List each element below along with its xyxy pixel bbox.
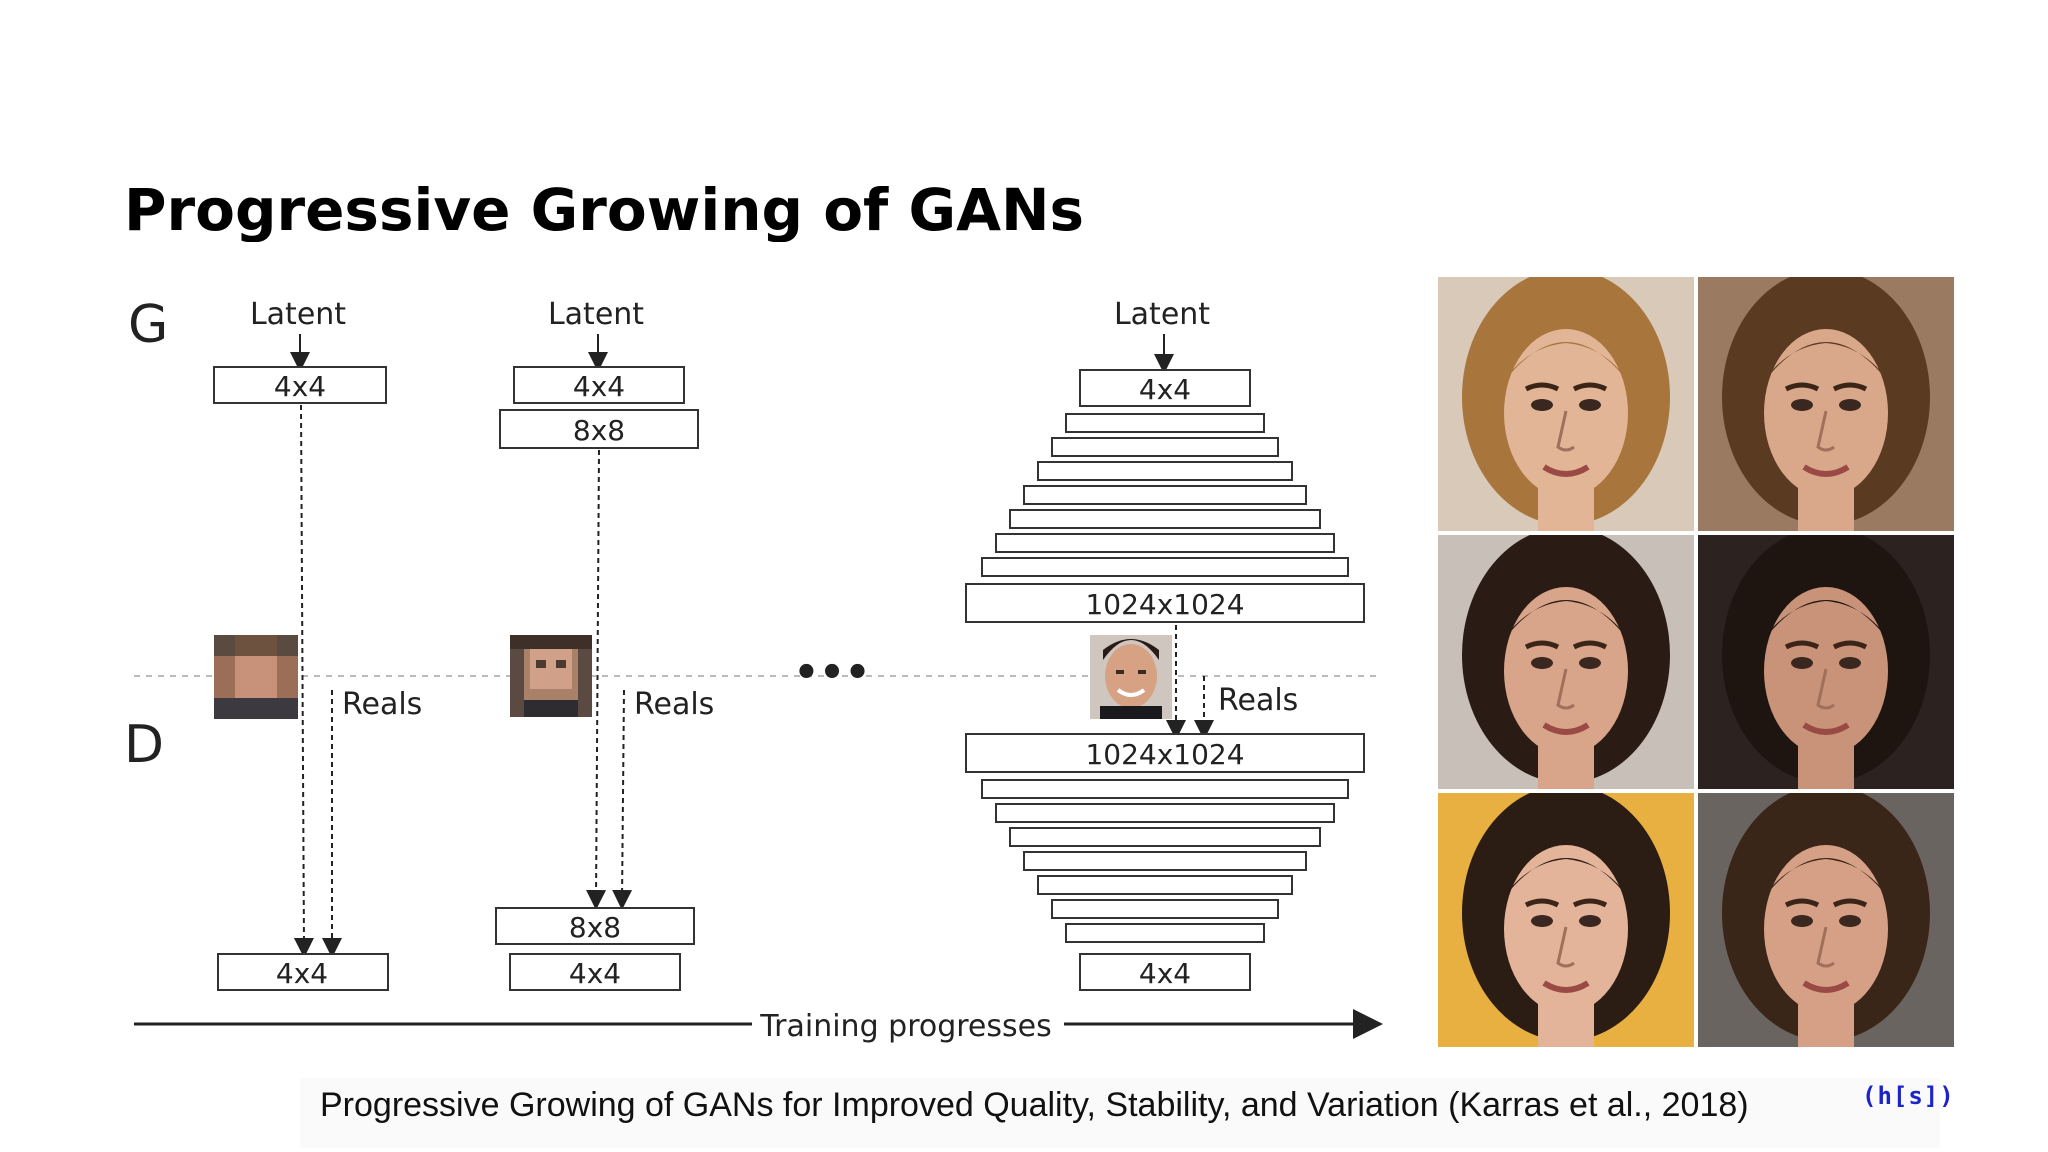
reals-label: Reals (634, 687, 714, 722)
face-man-smiling (1698, 793, 1954, 1047)
svg-text:1024x1024: 1024x1024 (1085, 738, 1244, 771)
disc-layer (995, 803, 1335, 823)
svg-text:4x4: 4x4 (1139, 957, 1191, 990)
disc-block-1024x1024 (965, 733, 1365, 773)
generated-faces-grid (1438, 277, 1954, 1047)
gen-layer (1023, 485, 1307, 505)
disc-layer (1037, 875, 1293, 895)
svg-text:8x8: 8x8 (569, 911, 621, 944)
gen-layer (995, 533, 1335, 553)
citation: Progressive Growing of GANs for Improved… (320, 1086, 1749, 1124)
gen-layer (1009, 509, 1321, 529)
reals-label: Reals (1218, 683, 1298, 718)
gen-layer (1051, 437, 1279, 457)
logo: (h[s]) (1862, 1082, 1955, 1110)
real-sample-1024 (1090, 635, 1172, 719)
latent-label: Latent (1114, 297, 1210, 332)
face-woman-blonde (1438, 277, 1694, 531)
stage-2: Latent 4x4 8x8 Reals 8x8 4x4 (495, 297, 714, 991)
svg-text:4x4: 4x4 (569, 957, 621, 990)
gen-block-1024x1024 (965, 583, 1365, 623)
training-label: Training progresses (759, 1009, 1052, 1044)
latent-label: Latent (250, 297, 346, 332)
disc-layer (1051, 899, 1279, 919)
disc-layer (1023, 851, 1307, 871)
disc-layer (1065, 923, 1265, 943)
disc-block-4x4 (509, 953, 681, 991)
citation-bar: Progressive Growing of GANs for Improved… (300, 1078, 1940, 1148)
svg-text:1024x1024: 1024x1024 (1085, 588, 1244, 621)
gen-layer (1065, 413, 1265, 433)
svg-text:8x8: 8x8 (573, 414, 625, 447)
gen-block-4x4 (1079, 369, 1251, 407)
svg-text:4x4: 4x4 (573, 370, 625, 403)
face-woman-short-hair (1438, 793, 1694, 1047)
ellipsis: ••• (794, 650, 871, 696)
svg-text:4x4: 4x4 (1139, 373, 1191, 406)
disc-block-8x8 (495, 907, 695, 945)
stage-3: Latent 4x4 1024x1024 (965, 297, 1365, 991)
svg-text:4x4: 4x4 (276, 957, 328, 990)
latent-label: Latent (548, 297, 644, 332)
disc-layer (1009, 827, 1321, 847)
face-woman-brunette (1698, 277, 1954, 531)
discriminator-label: D (124, 715, 164, 775)
reals-label: Reals (342, 687, 422, 722)
real-sample-4x4 (214, 635, 298, 719)
disc-block-4x4 (217, 953, 389, 991)
svg-text:4x4: 4x4 (274, 370, 326, 403)
progressive-gan-diagram: G D Latent 4x4 Reals 4x4 (124, 295, 1383, 1044)
gen-block-4x4 (213, 366, 387, 404)
face-man-dark-hair (1438, 535, 1694, 789)
real-sample-8x8 (510, 635, 592, 717)
stage-1: Latent 4x4 Reals 4x4 (213, 297, 422, 991)
gen-layer (1037, 461, 1293, 481)
disc-block-4x4 (1079, 953, 1251, 991)
disc-layer (981, 779, 1349, 799)
face-man-beard (1698, 535, 1954, 789)
slide-title: Progressive Growing of GANs (124, 176, 1085, 242)
gen-block-8x8 (499, 409, 699, 449)
gen-block-4x4 (513, 366, 685, 404)
gen-layer (981, 557, 1349, 577)
generator-label: G (128, 295, 168, 355)
